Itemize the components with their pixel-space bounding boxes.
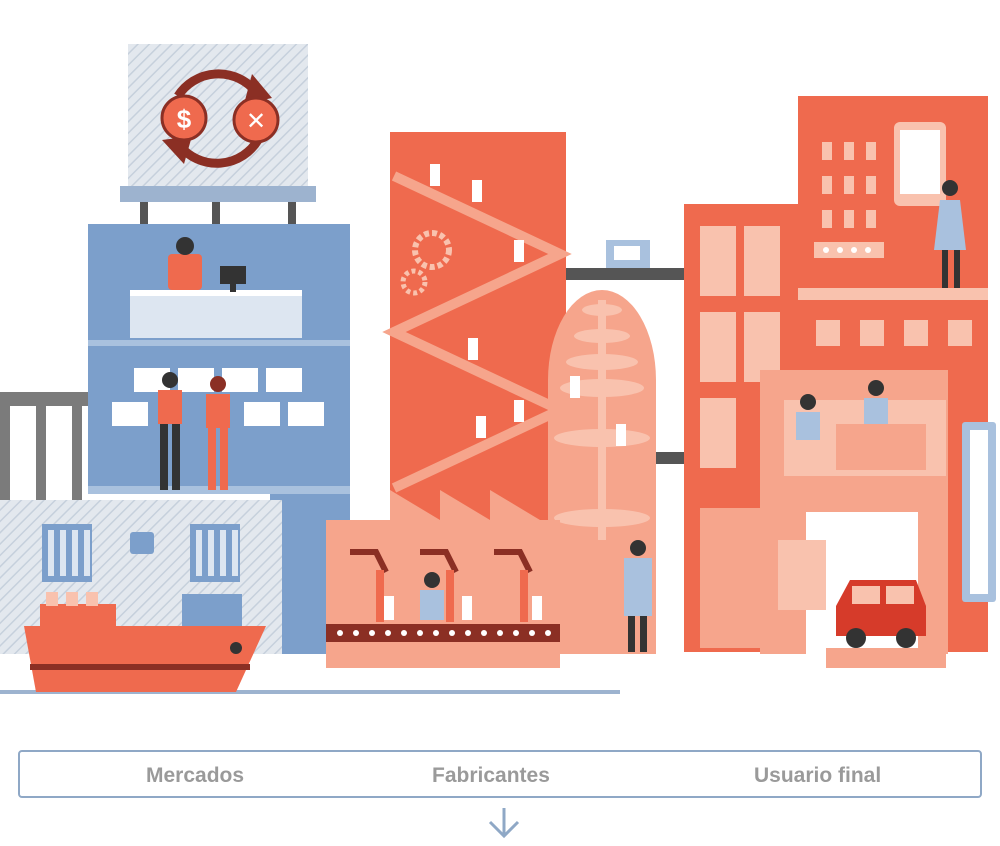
markets-building: $ ✕ xyxy=(0,44,350,654)
stages-bar: Mercados Fabricantes Usuario final xyxy=(18,750,982,798)
stage-manufacturers: Fabricantes xyxy=(432,764,550,787)
stage-markets: Mercados xyxy=(146,764,245,787)
gear-icon xyxy=(412,230,452,270)
supply-chain-illustration: $ ✕ xyxy=(0,44,996,694)
billboard: $ ✕ xyxy=(120,44,316,224)
car xyxy=(826,580,946,668)
cancel-symbol: ✕ xyxy=(246,107,266,135)
manufacturer-tower xyxy=(382,132,572,532)
cargo-ship xyxy=(24,592,266,692)
smartphone-icon xyxy=(894,122,946,206)
gear-icon xyxy=(400,268,428,296)
cancel-icon: ✕ xyxy=(232,96,280,144)
ground-line xyxy=(0,690,620,694)
dollar-symbol: $ xyxy=(177,104,192,134)
aqueduct xyxy=(0,392,92,500)
factory xyxy=(326,490,560,668)
dollar-icon: $ xyxy=(160,94,208,142)
reception-desk xyxy=(130,237,302,338)
silo xyxy=(548,290,656,654)
people-pair xyxy=(158,372,230,490)
lock-icon xyxy=(130,532,154,554)
arrow-down-icon xyxy=(488,808,520,839)
stage-end-user: Usuario final xyxy=(754,764,882,787)
end-user-buildings xyxy=(684,96,996,668)
notice-boards xyxy=(112,368,324,426)
cycle-arrows-icon xyxy=(174,69,262,168)
